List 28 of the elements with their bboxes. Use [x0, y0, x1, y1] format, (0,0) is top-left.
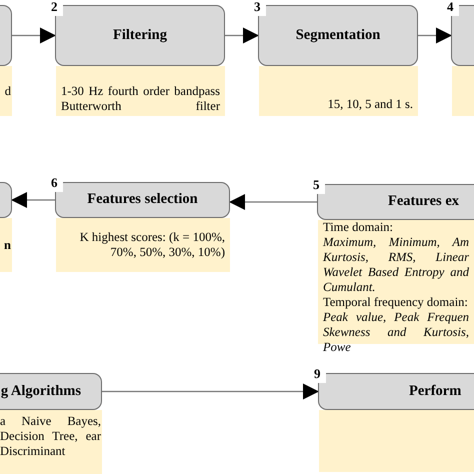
- step-number: 2: [50, 0, 62, 16]
- description-text: n: [4, 238, 11, 252]
- arrow: [11, 192, 55, 208]
- description-text: K highest scores: (k = 100%, 70%, 50%, 30%, 10%): [78, 230, 225, 260]
- arrow: [102, 384, 319, 400]
- step-number: 9: [313, 367, 326, 383]
- description-text: d: [4, 84, 11, 98]
- description-text: a Naive Bayes, Decision Tree, ear Discriminant: [0, 414, 101, 459]
- description-text: 1-30 Hz fourth order bandpass Butterworth filter: [61, 84, 220, 114]
- step-number: 6: [50, 176, 62, 192]
- description-text: Peak value, Peak Frequen Skewness and Kurtosis, Powe: [323, 310, 469, 355]
- step-number: 4: [446, 0, 458, 16]
- step-title: Segmentation: [296, 26, 380, 45]
- arrow: [418, 28, 452, 44]
- step-title: Filtering: [113, 26, 167, 45]
- step-title: Features ex: [388, 192, 459, 212]
- step-title: g Algorithms: [0, 382, 81, 401]
- step-number: 5: [312, 178, 324, 194]
- arrow: [12, 28, 56, 44]
- description-text: Temporal frequency domain:: [323, 295, 469, 310]
- step-number: 3: [253, 0, 266, 16]
- arrow: [225, 28, 259, 44]
- description-text: Maximum, Minimum, Am Kurtosis, RMS, Linear Wavelet Based Entropy and Cumulant.: [323, 235, 469, 295]
- arrow: [229, 194, 317, 210]
- step-title: Features selection: [87, 190, 198, 210]
- description-text: Time domain:: [323, 220, 394, 235]
- step-title: Perform: [409, 382, 462, 401]
- description-text: 15, 10, 5 and 1 s.: [328, 97, 413, 112]
